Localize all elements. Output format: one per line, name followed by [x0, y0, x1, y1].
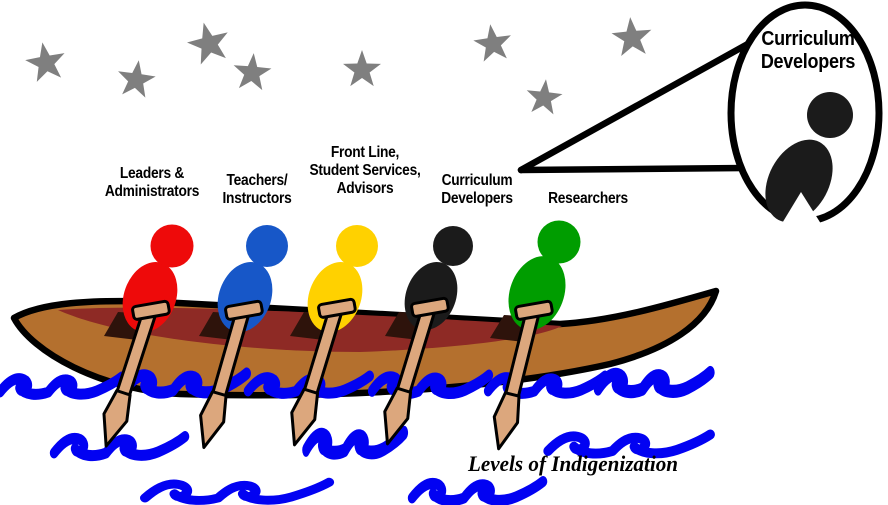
label-front-line-advisors: Front Line, Student Services, Advisors — [309, 144, 421, 197]
star-icon — [22, 38, 69, 84]
paddle-blade — [199, 390, 228, 449]
paddle-handle — [410, 296, 450, 318]
callout-label: Curriculum Developers — [760, 28, 856, 73]
paddles-group — [102, 296, 554, 451]
paddle — [383, 296, 450, 446]
callout-figure-head — [807, 92, 853, 138]
star-icon — [114, 57, 158, 99]
paddle-blade — [383, 386, 413, 446]
paddle — [102, 299, 171, 448]
paddle-handle — [131, 299, 171, 321]
paddle-handle — [224, 299, 264, 321]
star-icon — [343, 50, 381, 87]
paddle-blade — [492, 391, 521, 451]
label-leaders-administrators: Leaders & Administrators — [104, 165, 200, 200]
paddle-blade — [102, 389, 132, 448]
paddler-head — [246, 225, 288, 267]
paddler-head — [433, 226, 473, 266]
callout-figure-body — [765, 139, 833, 223]
wave — [412, 482, 543, 501]
wave — [54, 437, 185, 456]
paddle — [492, 299, 554, 451]
paddler-head — [150, 224, 194, 268]
callout-pointer-line — [517, 164, 749, 174]
paddle-shaft-blade — [102, 309, 158, 448]
diagram-caption: Levels of Indigenization — [468, 451, 679, 476]
wave — [598, 373, 710, 392]
star-icon — [524, 77, 564, 116]
star-icon — [183, 17, 234, 67]
callout-figure-notch — [781, 192, 823, 227]
paddle — [290, 297, 357, 447]
wave — [145, 482, 329, 500]
star-icon — [610, 15, 654, 57]
paddle-handle — [514, 299, 554, 321]
label-teachers-instructors: Teachers/ Instructors — [222, 172, 292, 207]
paddle-shaft-blade — [290, 307, 344, 447]
stars-group — [22, 15, 654, 116]
label-curriculum-developers: Curriculum Developers — [441, 172, 513, 207]
callout-pointer-line — [517, 36, 759, 174]
paddle — [199, 299, 264, 449]
label-researchers: Researchers — [548, 190, 628, 207]
callout-pointer — [517, 36, 759, 174]
paddler-head — [336, 225, 378, 267]
paddle-blade — [290, 387, 320, 447]
star-icon — [231, 51, 273, 91]
callout-paddler-figure — [765, 92, 853, 227]
paddle-handle — [317, 297, 357, 319]
star-icon — [471, 21, 515, 63]
paddler-head — [537, 220, 581, 264]
